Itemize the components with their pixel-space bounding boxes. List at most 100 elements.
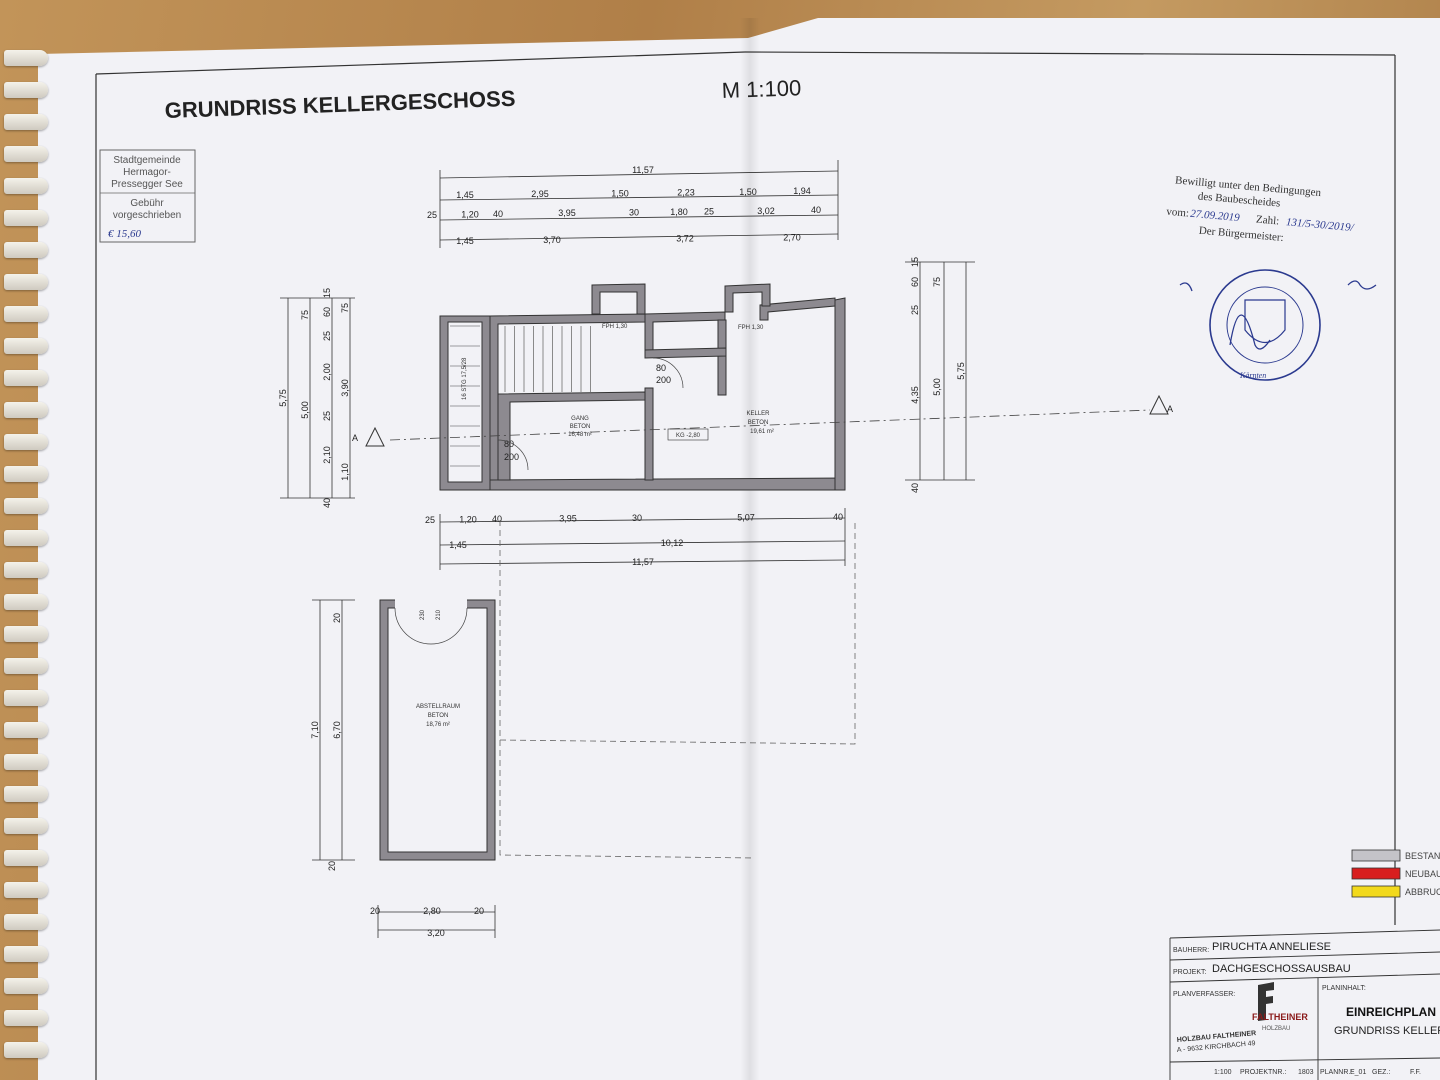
binding-ring bbox=[4, 146, 48, 162]
tb-plannr-label: PLANNR.: bbox=[1320, 1069, 1352, 1076]
binding-ring bbox=[4, 562, 48, 578]
dim-top-row2-8: 40 bbox=[811, 205, 821, 215]
dim-left-12: 40 bbox=[322, 498, 332, 508]
plan-scale: M 1:100 bbox=[721, 75, 801, 103]
logo-subtext: HOLZBAU bbox=[1262, 1026, 1290, 1032]
dim-top-overall: 11,57 bbox=[632, 165, 654, 175]
frame-top-left bbox=[95, 51, 746, 75]
dim-left-9: 25 bbox=[322, 411, 332, 421]
binding-ring bbox=[4, 978, 48, 994]
binding-ring bbox=[4, 626, 48, 642]
room-abstell-material: BETON bbox=[428, 713, 449, 719]
storage-width-part-2: 20 bbox=[474, 906, 484, 916]
dim-left-6: 25 bbox=[322, 331, 332, 341]
room-gang-name: GANG bbox=[571, 416, 589, 422]
dim-bottom-row1-6: 40 bbox=[833, 512, 843, 522]
dim-top-row1-2: 1,50 bbox=[611, 188, 629, 198]
dim-right-1: 60 bbox=[910, 277, 920, 287]
approval-stamp: Bewilligt unter den Bedingungen des Baub… bbox=[1166, 174, 1355, 244]
faltheiner-logo: FALTHEINER HOLZBAU bbox=[1252, 982, 1308, 1032]
tb-projektnr: 1803 bbox=[1298, 1069, 1314, 1076]
dim-bottom-row2-1: 10,12 bbox=[661, 538, 684, 548]
dim-left-10: 2,10 bbox=[322, 446, 332, 464]
storage-door-swing bbox=[394, 607, 468, 645]
dashed-outline-lower bbox=[499, 740, 756, 859]
legend-swatch-1 bbox=[1351, 867, 1401, 880]
binding-ring bbox=[4, 658, 48, 674]
tb-gez-label: GEZ.: bbox=[1372, 1069, 1390, 1076]
dimensions-right bbox=[905, 261, 975, 481]
storage-door-opening bbox=[395, 599, 467, 609]
binding-ring bbox=[4, 594, 48, 610]
approval-zahl-label: Zahl: bbox=[1256, 214, 1280, 228]
storage-dim-inner: 6,70 bbox=[332, 721, 342, 739]
dim-bottom-row1-2: 40 bbox=[492, 514, 502, 524]
door-swing-1 bbox=[652, 357, 684, 389]
binding-ring bbox=[4, 818, 48, 834]
dim-top-row2-0: 25 bbox=[427, 210, 437, 220]
basement-walls bbox=[439, 283, 846, 491]
level-box bbox=[667, 428, 709, 441]
dim-top-row1-0: 1,45 bbox=[456, 190, 474, 200]
door2-height: 200 bbox=[504, 452, 519, 462]
binding-ring bbox=[4, 114, 48, 130]
binding-ring bbox=[4, 946, 48, 962]
room-gang-material: BETON bbox=[570, 424, 591, 430]
storage-width-part-0: 20 bbox=[370, 906, 380, 916]
dim-top-row3-1: 3,70 bbox=[543, 235, 561, 245]
dimensions-left bbox=[280, 297, 355, 499]
legend-swatch-0 bbox=[1351, 849, 1401, 862]
tb-projektnr-label: PROJEKTNR.: bbox=[1240, 1069, 1286, 1076]
room-keller-name: KELLER bbox=[746, 411, 770, 417]
room-abstell-area: 18,76 m² bbox=[426, 722, 450, 728]
binding-ring bbox=[4, 402, 48, 418]
plan-title: GRUNDRISS KELLERGESCHOSS bbox=[164, 86, 515, 123]
tb-planinhalt-2: GRUNDRISS KELLERGESCHOSS bbox=[1334, 1025, 1440, 1037]
tb-plannr: E_01 bbox=[1350, 1069, 1366, 1076]
dim-left-0: 5,75 bbox=[278, 389, 288, 407]
fph-right: FPH 1,30 bbox=[738, 325, 764, 331]
dim-bottom-row2-0: 1,45 bbox=[449, 540, 467, 550]
legend-swatch-2 bbox=[1351, 885, 1401, 898]
dim-top-row1-1: 2,95 bbox=[531, 189, 549, 199]
tb-projekt-label: PROJEKT: bbox=[1173, 969, 1207, 976]
storage-width-part-1: 2,80 bbox=[423, 906, 441, 916]
section-line bbox=[389, 409, 1151, 441]
door2-width: 80 bbox=[504, 439, 514, 449]
dim-bottom-row1-3: 3,95 bbox=[559, 514, 577, 524]
legend-label-1: NEUBAU bbox=[1405, 869, 1440, 879]
storage-dimensions bbox=[312, 599, 496, 938]
binding-ring bbox=[4, 1010, 48, 1026]
door3-height: 210 bbox=[436, 609, 442, 620]
binding-ring bbox=[4, 882, 48, 898]
dim-left-5: 75 bbox=[340, 303, 350, 313]
legend-label-0: BESTAND bbox=[1405, 851, 1440, 861]
frame-top-right bbox=[744, 51, 1396, 56]
stair-lines bbox=[450, 325, 591, 467]
seal-bottom-text: Kärnten bbox=[1239, 371, 1266, 380]
door1-width: 80 bbox=[656, 363, 666, 373]
fee-stamp-line4: Gebühr bbox=[130, 198, 164, 209]
dim-right-2: 75 bbox=[932, 277, 942, 287]
binding-ring bbox=[4, 434, 48, 450]
fee-stamp-line5: vorgeschrieben bbox=[113, 210, 181, 221]
tb-planverfasser-label: PLANVERFASSER: bbox=[1173, 991, 1235, 998]
room-abstell-name: ABSTELLRAUM bbox=[416, 704, 460, 710]
binding-ring bbox=[4, 178, 48, 194]
dim-top-row3-2: 3,72 bbox=[676, 234, 694, 244]
binding-ring bbox=[4, 306, 48, 322]
dim-right-4: 4,35 bbox=[910, 386, 920, 404]
dim-left-11: 1,10 bbox=[340, 463, 350, 481]
page-fold-shadow bbox=[740, 18, 760, 1080]
section-label-left: A bbox=[352, 433, 358, 443]
binding-ring bbox=[4, 498, 48, 514]
storage-dim-outer: 7,10 bbox=[310, 721, 320, 739]
binding-ring bbox=[4, 786, 48, 802]
dim-bottom-row1-0: 25 bbox=[425, 515, 435, 525]
dim-right-3: 25 bbox=[910, 305, 920, 315]
fee-stamp: Stadtgemeinde Hermagor- Pressegger See G… bbox=[99, 149, 196, 243]
fph-left: FPH 1,30 bbox=[602, 324, 628, 330]
dimensions-top bbox=[439, 160, 839, 248]
legend-label-2: ABBRUCH bbox=[1405, 887, 1440, 897]
